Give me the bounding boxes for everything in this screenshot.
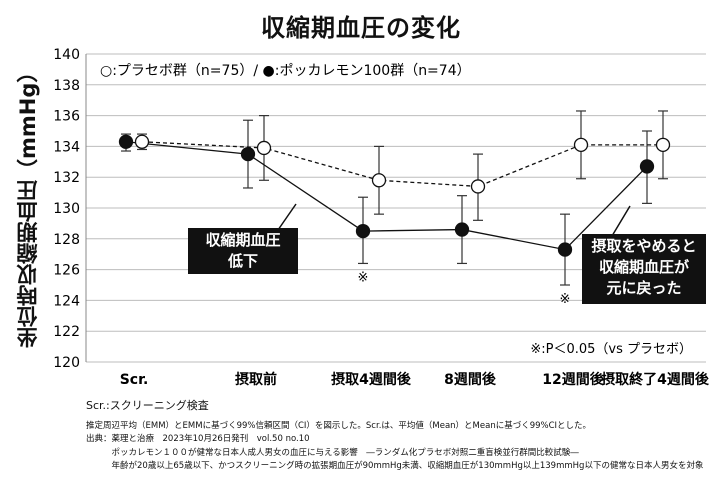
- callout-decrease-line1: 収縮期血圧: [205, 231, 281, 249]
- x-tick-label: 摂取終了4週間後: [601, 371, 710, 388]
- series-point: [470, 179, 486, 194]
- x-tick-label: Scr.: [120, 372, 149, 388]
- screening-note: Scr.:スクリーニング検査: [86, 399, 209, 412]
- note-line-3: ポッカレモン１００が健常な日本人成人男女の血圧に与える影響 ―ランダム化プラセボ…: [86, 448, 579, 458]
- series-line: [141, 141, 663, 188]
- significance-mark: ※: [358, 270, 369, 285]
- y-tick-label: 120: [53, 355, 80, 371]
- callout-recovery-line2: 収縮期血圧が: [598, 258, 689, 276]
- significance-marks: ※※: [358, 270, 571, 307]
- gridlines: [85, 53, 706, 363]
- y-tick-label: 130: [53, 201, 80, 217]
- series-line: [125, 141, 648, 251]
- x-tick-label: 摂取前: [235, 371, 277, 388]
- legend-placebo-symbol: ○: [100, 63, 112, 79]
- callout-pointers: [277, 203, 631, 237]
- note-line-1: 推定周辺平均（EMM）とEMMに基づく99%信頼区間（CI）を図示した。Scr.…: [86, 421, 592, 431]
- significance-mark: ※: [560, 292, 571, 307]
- callout-recovery-line3: 元に戻った: [606, 279, 682, 297]
- note-line-4: 年齢が20歳以上65歳以下、かつスクリーニング時の拡張期血圧が90mmHg未満、…: [86, 461, 704, 471]
- x-tick-label: 摂取4週間後: [331, 371, 412, 388]
- legend: ○:プラセボ群（n=75）/ ●:ポッカレモン100群（n=74）: [100, 63, 471, 79]
- legend-active-symbol: ●: [263, 63, 275, 79]
- callout-recovery: 摂取をやめると 収縮期血圧が 元に戻った: [582, 234, 706, 304]
- x-tick-label: 12週間後: [542, 371, 604, 388]
- callout-recovery-line1: 摂取をやめると: [591, 237, 697, 255]
- series-point: [557, 242, 573, 257]
- y-tick-labels: 120 122 124 126 128 130 132 134 136 138 140: [53, 47, 80, 371]
- y-tick-label: 138: [53, 78, 80, 94]
- line-chart: 120 122 124 126 128 130 132 134 136 138 140 Scr. 摂取…: [53, 47, 710, 388]
- y-tick-label: 134: [53, 139, 80, 155]
- y-tick-label: 128: [53, 232, 80, 248]
- series-point: [256, 140, 272, 156]
- series-lines: [125, 141, 663, 251]
- callout-pointer-decrease: [277, 203, 297, 231]
- chart-title: 収縮期血圧の変化: [261, 14, 461, 42]
- callout-pointer-recovery: [611, 205, 631, 237]
- series-markers: [118, 134, 671, 257]
- y-tick-label: 140: [53, 47, 80, 63]
- legend-placebo-label: :プラセボ群（n=75）/: [112, 63, 262, 79]
- significance-note: ※:P＜0.05（vs プラセボ）: [530, 342, 692, 357]
- note-line-2: 出典：薬理と治療 2023年10月26日発刊 vol.50 no.10: [86, 434, 310, 444]
- series-point: [573, 137, 589, 153]
- series-point: [355, 223, 371, 239]
- series-point: [371, 173, 387, 188]
- series-point: [655, 137, 671, 153]
- y-tick-label: 122: [53, 324, 80, 340]
- series-point: [134, 134, 150, 149]
- series-point: [639, 159, 655, 174]
- svg-text:○:プラセボ群（n=75）/ ●:ポッカレモン100群（n=: ○:プラセボ群（n=75）/ ●:ポッカレモン100群（n=74）: [100, 63, 471, 79]
- y-tick-label: 124: [53, 293, 80, 309]
- series-point: [454, 222, 470, 237]
- y-tick-label: 132: [53, 170, 80, 186]
- series-point: [118, 134, 134, 149]
- callout-decrease-line2: 低下: [227, 252, 258, 270]
- y-tick-label: 126: [53, 263, 80, 279]
- series-point: [240, 146, 256, 162]
- legend-active-label: :ポッカレモン100群（n=74）: [275, 63, 471, 79]
- callout-decrease: 収縮期血圧 低下: [188, 228, 298, 274]
- y-tick-label: 136: [53, 109, 80, 125]
- x-tick-label: 8週間後: [444, 371, 497, 388]
